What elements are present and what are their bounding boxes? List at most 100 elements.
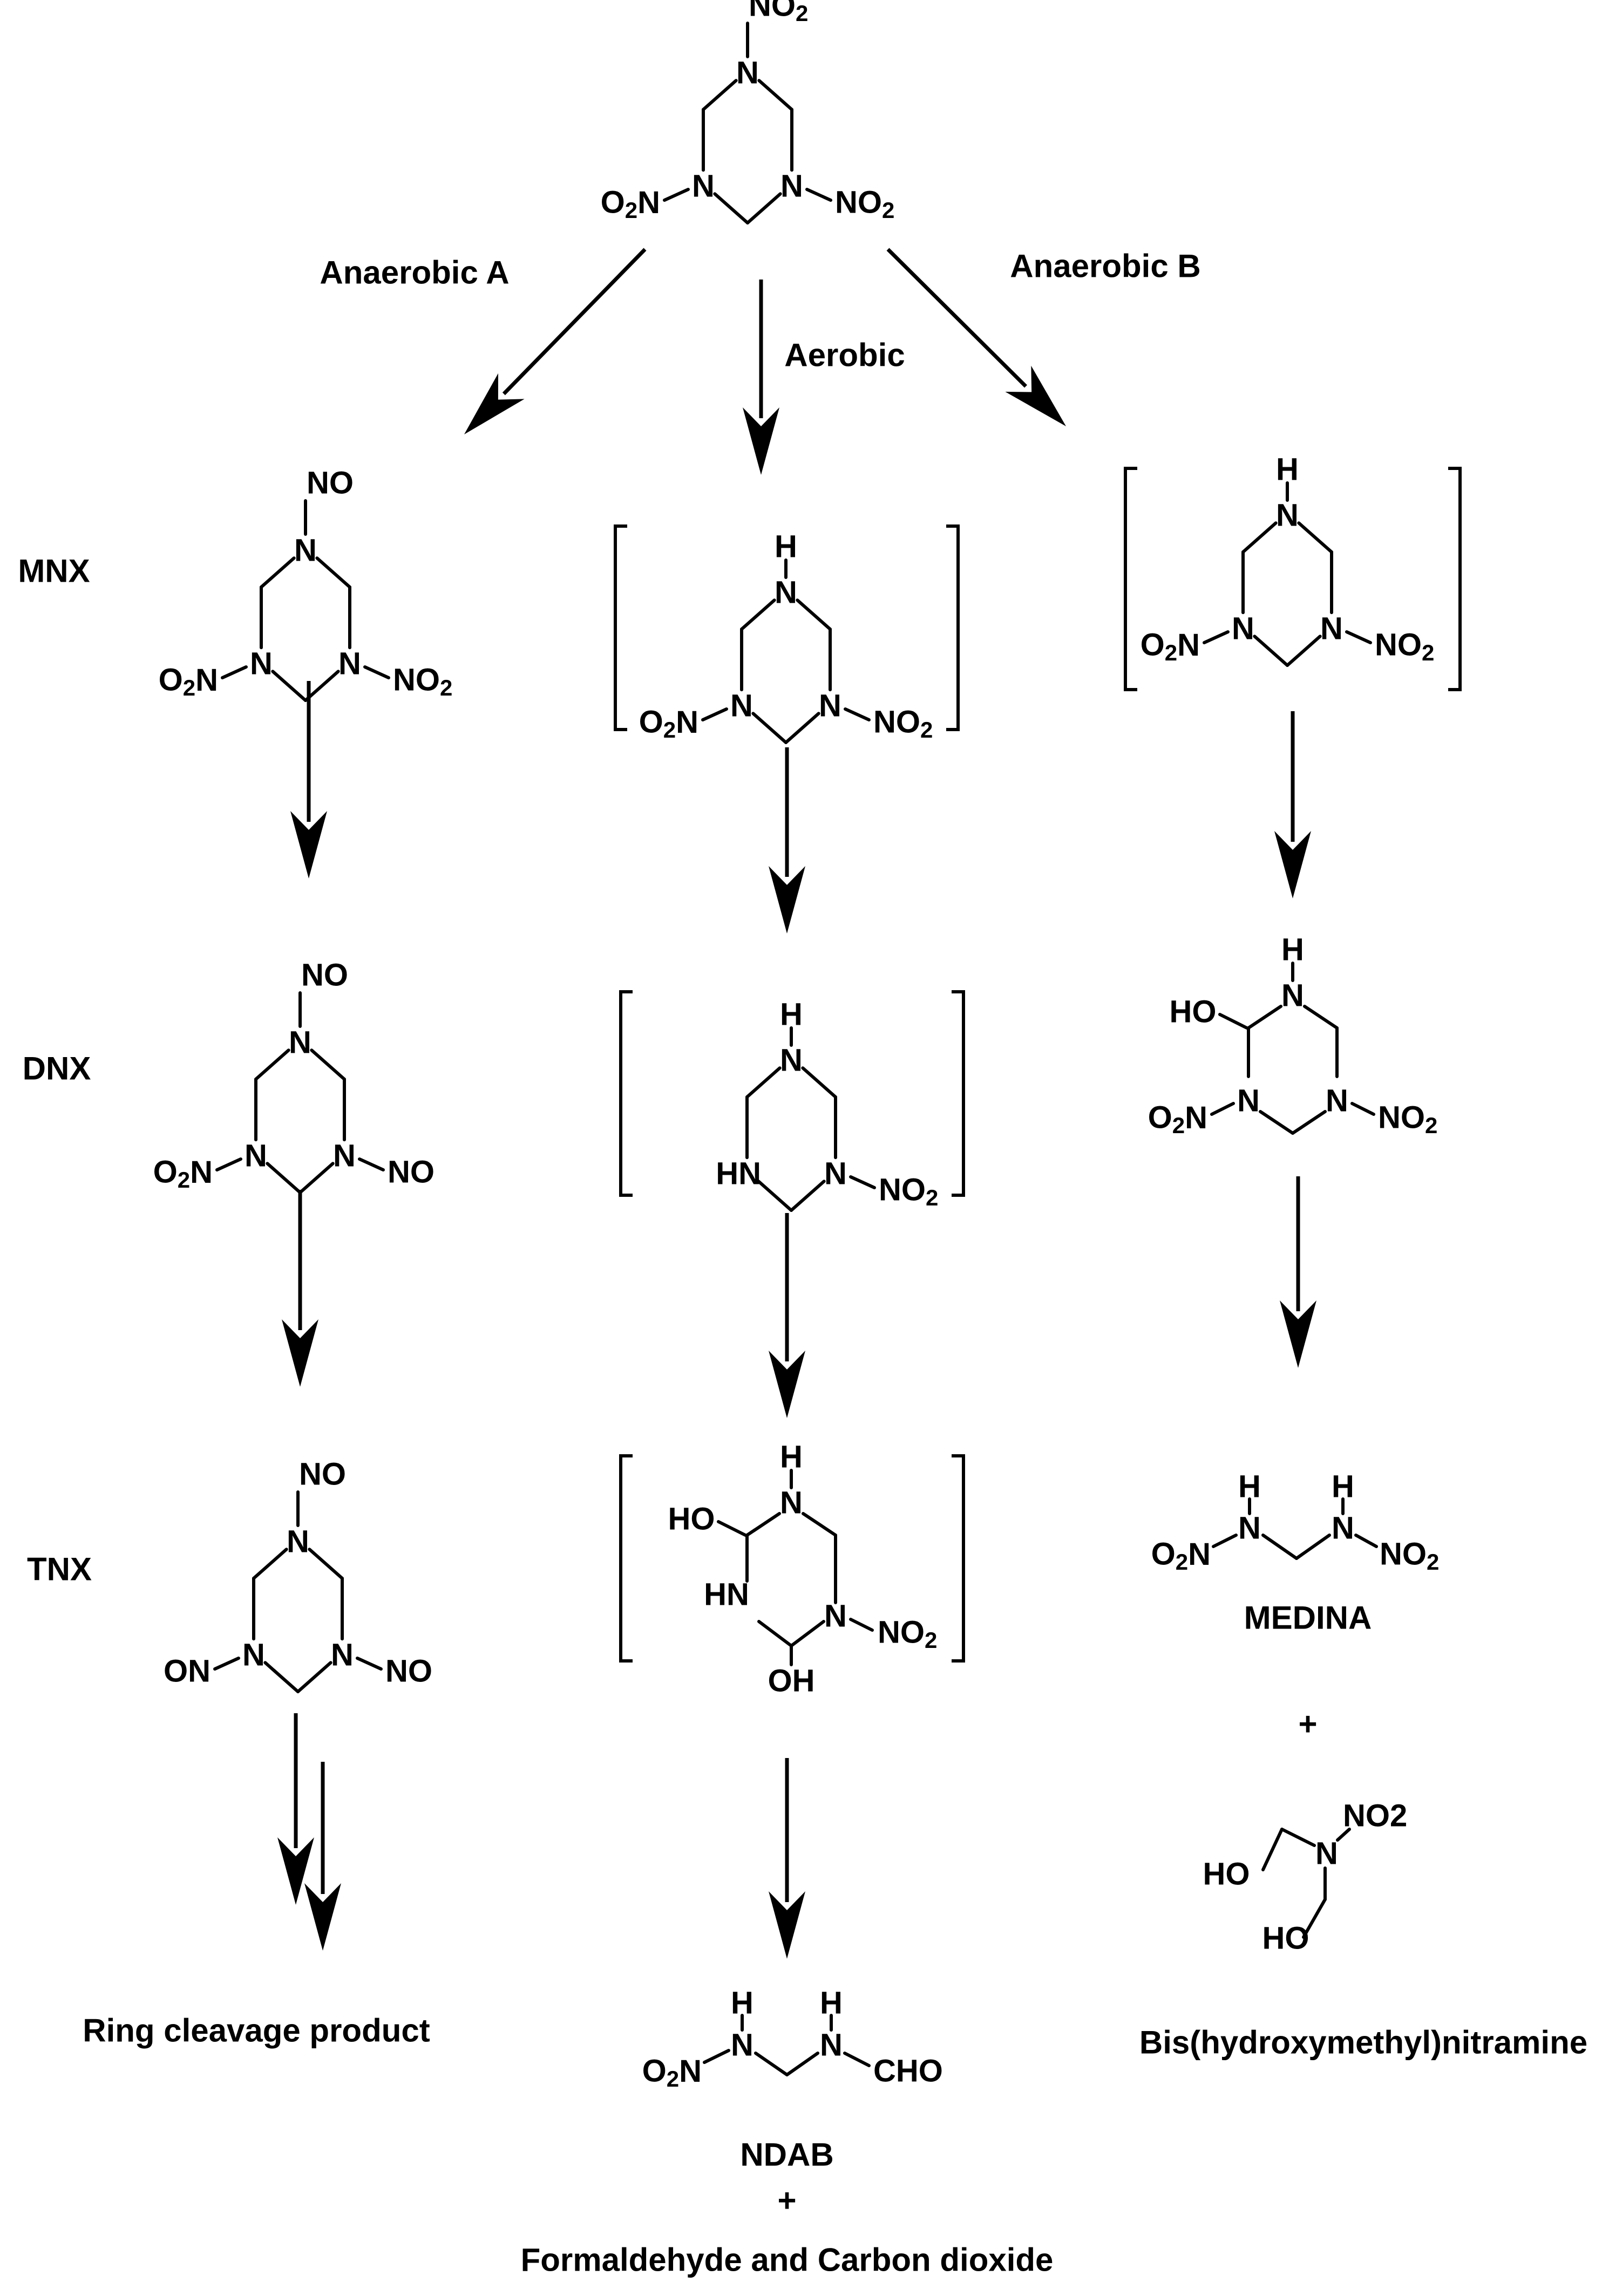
n-substituent-bond — [221, 665, 248, 679]
chemical-bonds — [213, 22, 1378, 2076]
ring-nitrogen: N — [1232, 611, 1254, 646]
right-bracket — [952, 990, 965, 1197]
reaction-arrow-head — [282, 1319, 318, 1387]
subscript-2: 2 — [926, 1185, 938, 1210]
reaction-arrow-head — [769, 866, 805, 934]
ring-nitrogen: N — [1326, 1084, 1348, 1119]
ring-nh-hydrogen: H — [775, 529, 797, 564]
ring-nitrogen: N — [1237, 1084, 1260, 1119]
label-ring-cleavage-product: Ring cleavage product — [83, 2013, 430, 2049]
amine-nitrogen: N — [1238, 1511, 1261, 1546]
n-substituent-bond — [663, 188, 690, 202]
n-c-bond — [1280, 1828, 1316, 1847]
nh-hydrogen: H — [731, 1986, 754, 2021]
subscript-2: 2 — [183, 675, 195, 700]
reaction-arrow-head — [769, 1351, 805, 1418]
intermediate-brackets — [614, 467, 1462, 1663]
nitro-group-no2: NO2 — [879, 1173, 938, 1210]
n-substituent-bond — [849, 1618, 874, 1632]
subscript-2: 2 — [1165, 640, 1177, 665]
label-ndab: NDAB — [740, 2137, 833, 2173]
ring-bond — [271, 670, 307, 702]
subscript-2: 2 — [667, 2066, 679, 2091]
label-dnx: DNX — [23, 1051, 91, 1087]
n-substituent-bond — [213, 1657, 240, 1671]
hydroxyl-group: HO — [1203, 1857, 1250, 1892]
nitro-n: N — [195, 663, 218, 698]
ring-nh-hydrogen: H — [1281, 932, 1304, 968]
reaction-arrow-head — [304, 1883, 341, 1951]
nh-hydrogen: H — [820, 1986, 843, 2021]
subscript-2: 2 — [920, 717, 933, 742]
n-n-bond — [1212, 1534, 1238, 1548]
nitroso-group: NO — [307, 466, 354, 501]
nitroso-group: NO — [385, 1654, 432, 1689]
nitro-group-no2: NO2 — [749, 0, 808, 26]
nitro-group-no2: NO2 — [1375, 628, 1434, 665]
nh-hydrogen: H — [1332, 1469, 1354, 1504]
hydroxyl-group: OH — [768, 1664, 815, 1699]
ring-bond — [796, 598, 832, 631]
nitro-group-no2: NO2 — [1378, 1100, 1437, 1138]
label-mnx: MNX — [18, 553, 90, 589]
ring-bond — [296, 1661, 332, 1693]
n-n-bond — [1336, 1828, 1351, 1842]
ring-bond — [1291, 1110, 1327, 1135]
ring-nitrogen: N — [819, 689, 841, 724]
nitroso-group: NO — [388, 1155, 435, 1190]
ring-nitrogen: N — [824, 1156, 847, 1191]
nitro-n: N — [676, 705, 698, 740]
n-substituent-bond — [1350, 1102, 1375, 1116]
ring-bond — [790, 1180, 826, 1212]
ring-bond — [254, 1048, 290, 1081]
ring-bond — [745, 1512, 781, 1537]
ring-bond — [757, 1180, 793, 1212]
left-bracket — [619, 1454, 633, 1663]
nitro-group-o2n: O2N — [1148, 1100, 1207, 1138]
right-bracket — [946, 524, 960, 731]
amine-nitrogen: N — [820, 2028, 843, 2063]
ring-bond — [252, 1548, 288, 1580]
ring-bond — [263, 1661, 300, 1693]
hydroxyl-group: HO — [1170, 994, 1217, 1030]
nitro-n: N — [679, 2054, 702, 2089]
reaction-arrow-head — [464, 373, 525, 434]
left-bracket — [619, 990, 633, 1197]
left-bracket — [614, 524, 627, 731]
ring-nitrogen: N — [289, 1025, 311, 1060]
nitro-group-o2n: O2N — [639, 705, 698, 742]
n-substituent-bond — [358, 1157, 385, 1171]
ring-bond — [745, 1066, 782, 1099]
ring-bond — [1286, 635, 1322, 667]
nitroso-group: NO — [299, 1457, 346, 1492]
ring-bond — [1253, 635, 1289, 667]
nitro-group-no2: NO2 — [873, 705, 933, 742]
ring-nitrogen: N — [824, 1599, 847, 1634]
subscript-2: 2 — [625, 197, 637, 223]
ring-nitrogen: N — [333, 1139, 356, 1174]
label-bis-hydroxymethyl-nitramine: Bis(hydroxymethyl)nitramine — [1139, 2025, 1587, 2061]
hydroxyl-group: HO — [1262, 1921, 1309, 1956]
ring-nitrogen: N — [287, 1524, 309, 1559]
ring-bond — [757, 79, 793, 111]
nitro-group-o2n: O2N — [642, 2054, 702, 2091]
nitro-group-no2: NO2 — [1380, 1537, 1439, 1575]
ring-nitrogen: N — [250, 646, 273, 682]
hydroxyl-group: HO — [668, 1502, 715, 1537]
ring-bond — [790, 1620, 825, 1647]
reaction-arrow-head — [1274, 831, 1311, 898]
n-substituent-bond — [356, 1657, 383, 1671]
subscript-2: 2 — [925, 1627, 937, 1653]
n-substituent-bond — [805, 188, 832, 202]
nitro-group-o2n: O2N — [1141, 628, 1200, 665]
ring-nitrogen: N — [338, 646, 361, 682]
reaction-arrow-head — [769, 1891, 805, 1959]
ring-nitrogen: N — [1276, 498, 1299, 533]
c-oh-bond — [1218, 1013, 1248, 1030]
subscript-2: 2 — [882, 197, 894, 223]
nitro-n: N — [637, 185, 660, 220]
n-substituent-bond — [363, 665, 390, 679]
reaction-arrow-head — [743, 407, 779, 475]
c-oh-bond — [717, 1520, 747, 1537]
